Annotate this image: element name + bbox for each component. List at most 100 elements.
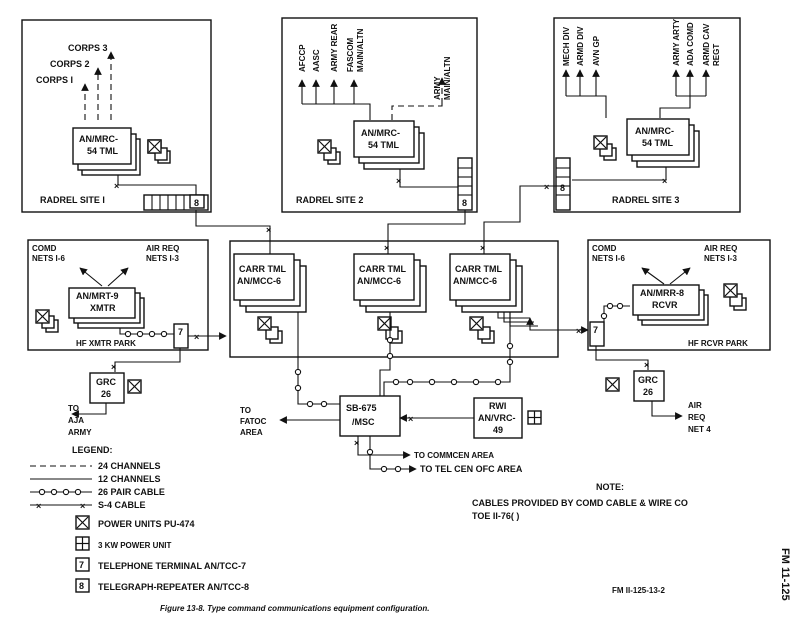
repeater-8-marker-site1: 8 bbox=[194, 198, 199, 208]
svg-text:×: × bbox=[266, 225, 271, 235]
hf-xmtr-park-label: HF XMTR PARK bbox=[76, 339, 136, 348]
svg-text:×: × bbox=[396, 176, 401, 186]
xmtr-comd-label: COMD bbox=[32, 244, 57, 253]
corps-1-label: CORPS I bbox=[36, 75, 73, 85]
svg-text:×: × bbox=[354, 438, 359, 448]
power-unit-icon bbox=[127, 379, 142, 394]
grc-right-dest-3: NET 4 bbox=[688, 425, 711, 434]
rwi-line3: 49 bbox=[493, 425, 503, 435]
power-unit-icon bbox=[469, 316, 484, 331]
hf-rcvr-park: COMD NETS I-6 AIR REQ NETS I-3 AN/MRR-8 … bbox=[587, 239, 771, 351]
unit-mech-div: MECH DIV bbox=[562, 26, 571, 66]
switch-commcen: TO COMMCEN AREA bbox=[414, 451, 494, 460]
repeater-8-marker-site3: 8 bbox=[560, 183, 565, 193]
repeater-8-marker-site2: 8 bbox=[462, 198, 467, 208]
power-unit-icon bbox=[75, 515, 90, 530]
switch-line1: SB-675 bbox=[346, 403, 377, 413]
svg-text:×: × bbox=[194, 332, 199, 342]
unit-ada-comd: ADA COMD bbox=[686, 22, 695, 66]
legend: LEGEND: 24 CHANNELS 12 CHANNELS 26 PAIR … bbox=[30, 445, 249, 593]
unit-armd-cav: ARMD CAV bbox=[702, 23, 711, 66]
svg-text:×: × bbox=[111, 362, 116, 372]
rcvr-air-req-label: AIR REQ bbox=[704, 244, 737, 253]
telephone-7-marker-xmtr: 7 bbox=[178, 327, 183, 337]
xmtr-radio-line2: XMTR bbox=[90, 303, 116, 313]
xmtr-radio-line1: AN/MRT-9 bbox=[76, 291, 119, 301]
carrier-terminal-group: CARR TML AN/MCC-6 CARR TML AN/MCC-6 CARR… bbox=[229, 240, 559, 358]
unit-regt: REGT bbox=[712, 44, 721, 66]
switch-fatoc-3: AREA bbox=[240, 428, 263, 437]
carrier-2-line1: CARR TML bbox=[359, 264, 406, 274]
carrier-3-line1: CARR TML bbox=[455, 264, 502, 274]
unit-afccp: AFCCP bbox=[298, 44, 307, 72]
grc-left-dest-2: AJA bbox=[68, 416, 84, 425]
power-unit-icon bbox=[317, 139, 332, 154]
legend-tcc7: TELEPHONE TERMINAL AN/TCC-7 bbox=[98, 561, 246, 571]
svg-text:×: × bbox=[36, 501, 41, 511]
grc-left-line1: GRC bbox=[96, 377, 117, 387]
telephone-7-marker-rcvr: 7 bbox=[593, 325, 598, 335]
radrel-site-2: AFCCP AASC ARMY REAR FASCOM MAIN/ALTN AR… bbox=[281, 17, 478, 213]
unit-fascom-main: MAIN/ALTN bbox=[356, 28, 365, 72]
legend-8-marker: 8 bbox=[79, 581, 84, 591]
legend-26-pair: 26 PAIR CABLE bbox=[98, 487, 165, 497]
unit-army-arty: ARMY ARTY bbox=[672, 18, 681, 66]
3kw-power-icon bbox=[527, 410, 542, 425]
rwi-line2: AN/VRC- bbox=[478, 413, 516, 423]
rcvr-radio-line2: RCVR bbox=[652, 300, 678, 310]
unit-armd-div: ARMD DIV bbox=[576, 26, 585, 66]
grc-26-left: × GRC 26 TO AJA ARMY bbox=[68, 348, 181, 437]
rcvr-comd-label: COMD bbox=[592, 244, 617, 253]
legend-tcc8: TELEGRAPH-REPEATER AN/TCC-8 bbox=[98, 582, 249, 592]
grc-left-dest-1: TO bbox=[68, 404, 79, 413]
grc-26-right: × GRC 26 AIR REQ NET 4 bbox=[595, 346, 711, 434]
hf-xmtr-park: COMD NETS I-6 AIR REQ NETS I-3 AN/MRT-9 … bbox=[27, 239, 209, 351]
rwi-line1: RWI bbox=[489, 401, 506, 411]
hf-rcvr-park-label: HF RCVR PARK bbox=[688, 339, 748, 348]
svg-text:×: × bbox=[480, 243, 485, 253]
rcvr-radio-line1: AN/MRR-8 bbox=[640, 288, 684, 298]
corps-2-label: CORPS 2 bbox=[50, 59, 90, 69]
note-line1: CABLES PROVIDED BY COMD CABLE & WIRE CO bbox=[472, 498, 688, 508]
unit-army-rear: ARMY REAR bbox=[330, 23, 339, 72]
rwi-an-vrc-49: × RWI AN/VRC- 49 bbox=[399, 397, 542, 439]
unit-army: ARMY bbox=[433, 76, 442, 100]
power-unit-icon bbox=[723, 283, 738, 298]
unit-army-main: MAIN/ALTN bbox=[443, 56, 452, 100]
legend-title: LEGEND: bbox=[72, 445, 113, 455]
grc-left-line2: 26 bbox=[101, 389, 111, 399]
radrel-site-1: CORPS 3 CORPS 2 CORPS I AN/MRC- 54 TML ×… bbox=[21, 19, 212, 213]
unit-fascom: FASCOM bbox=[346, 37, 355, 72]
note: NOTE: CABLES PROVIDED BY COMD CABLE & WI… bbox=[472, 482, 688, 521]
carrier-1-line2: AN/MCC-6 bbox=[237, 276, 281, 286]
legend-pu474: POWER UNITS PU-474 bbox=[98, 519, 195, 529]
switch-fatoc-1: TO bbox=[240, 406, 251, 415]
radrel-site-2-label: RADREL SITE 2 bbox=[296, 195, 363, 205]
rcvr-air-req-nets: NETS I-3 bbox=[704, 254, 737, 263]
note-title: NOTE: bbox=[596, 482, 624, 492]
radrel1-terminal-line2: 54 TML bbox=[87, 146, 119, 156]
radrel-site-3: MECH DIV ARMD DIV AVN GP ARMY ARTY ADA C… bbox=[553, 17, 741, 213]
svg-text:×: × bbox=[80, 501, 85, 511]
corps-3-label: CORPS 3 bbox=[68, 43, 108, 53]
svg-text:×: × bbox=[644, 360, 649, 370]
switch-fatoc-2: FATOC bbox=[240, 417, 267, 426]
power-unit-icon bbox=[257, 316, 272, 331]
figure-caption: Figure 13-8. Type command communications… bbox=[160, 604, 430, 613]
note-line2: TOE II-76( ) bbox=[472, 511, 519, 521]
carrier-1-line1: CARR TML bbox=[239, 264, 286, 274]
rcvr-comd-nets: NETS I-6 bbox=[592, 254, 625, 263]
radrel-site-1-label: RADREL SITE I bbox=[40, 195, 105, 205]
3kw-power-icon bbox=[75, 536, 90, 551]
svg-text:×: × bbox=[408, 414, 413, 424]
power-unit-icon bbox=[35, 309, 50, 324]
legend-s4-cable: S-4 CABLE bbox=[98, 500, 146, 510]
radrel2-terminal-line1: AN/MRC- bbox=[361, 128, 400, 138]
legend-24-channels: 24 CHANNELS bbox=[98, 461, 161, 471]
xmtr-air-req-nets: NETS I-3 bbox=[146, 254, 179, 263]
page-reference: FM 11-125 bbox=[779, 548, 791, 601]
radrel2-terminal-line2: 54 TML bbox=[368, 140, 400, 150]
switchboard-sb-675: SB-675 /MSC TO FATOC AREA × TO COMMCEN A… bbox=[240, 312, 523, 474]
carrier-3-line2: AN/MCC-6 bbox=[453, 276, 497, 286]
unit-aasc: AASC bbox=[312, 49, 321, 72]
